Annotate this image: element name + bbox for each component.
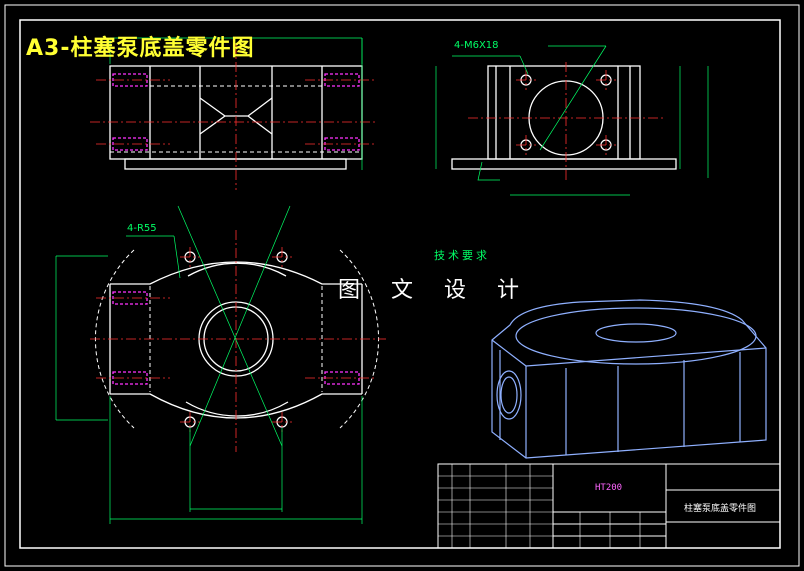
top-view-dimensions [55,205,363,524]
side-view-centerlines [468,62,664,182]
material-label: HT200 [595,483,623,493]
top-view-centerlines [90,230,386,452]
thread-callout: 4-M6X18 [454,40,499,51]
title-block [437,463,781,549]
front-view-centerlines [90,44,378,190]
tech-requirements-heading: 技术要求 [434,249,490,262]
side-view-dimensions [435,45,709,196]
side-view [451,65,677,170]
radius-callout: 4-R55 [127,223,157,234]
isometric-view [491,299,767,459]
part-name-label: 柱塞泵底盖零件图 [684,504,757,514]
watermark: 图 文 设 计 [338,278,531,303]
drawing-title: A3-柱塞泵底盖零件图 [26,36,255,61]
front-view-dimensions [109,37,363,170]
title-block-grid [438,464,641,548]
outer-border [4,4,800,567]
inner-border [19,19,781,549]
